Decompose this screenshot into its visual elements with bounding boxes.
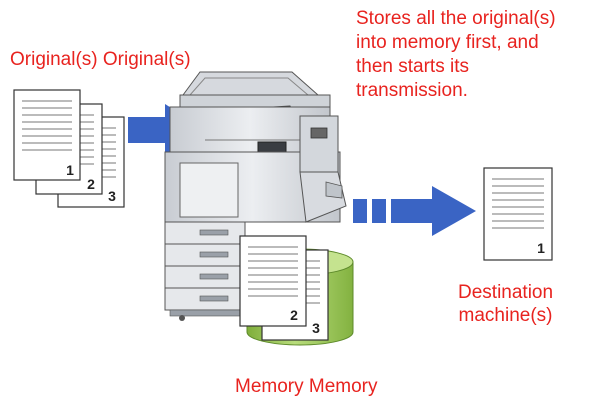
dashed-right-arrow-icon xyxy=(353,186,476,236)
destination-label: Destination machine(s) xyxy=(458,281,553,327)
description-line: Stores all the original(s) xyxy=(356,8,556,29)
page-number: 3 xyxy=(312,320,320,336)
page-number: 2 xyxy=(290,307,298,323)
multifunction-printer-icon xyxy=(164,71,347,321)
page-number: 3 xyxy=(108,188,116,204)
destination-page: 1 xyxy=(483,167,553,261)
memory-pages-stack: 3 2 xyxy=(239,235,329,341)
original-page: 1 xyxy=(13,89,81,181)
page-number: 2 xyxy=(87,176,95,192)
destination-line: Destination xyxy=(458,282,554,303)
memory-label: Memory Memory xyxy=(235,376,378,397)
description-line: transmission. xyxy=(356,80,468,101)
destination-line: machine(s) xyxy=(458,305,553,326)
description-line: then starts its xyxy=(356,56,469,77)
page-number: 1 xyxy=(66,162,74,178)
description-line: into memory first, and xyxy=(356,32,539,53)
description-label: Stores all the original(s) into memory f… xyxy=(356,7,556,103)
originals-label: Original(s) Original(s) xyxy=(10,49,191,70)
memory-page: 2 xyxy=(239,235,307,327)
page-number: 1 xyxy=(537,240,545,256)
right-arrow-icon xyxy=(128,104,206,156)
original-pages-stack: 3 2 1 xyxy=(13,89,125,208)
